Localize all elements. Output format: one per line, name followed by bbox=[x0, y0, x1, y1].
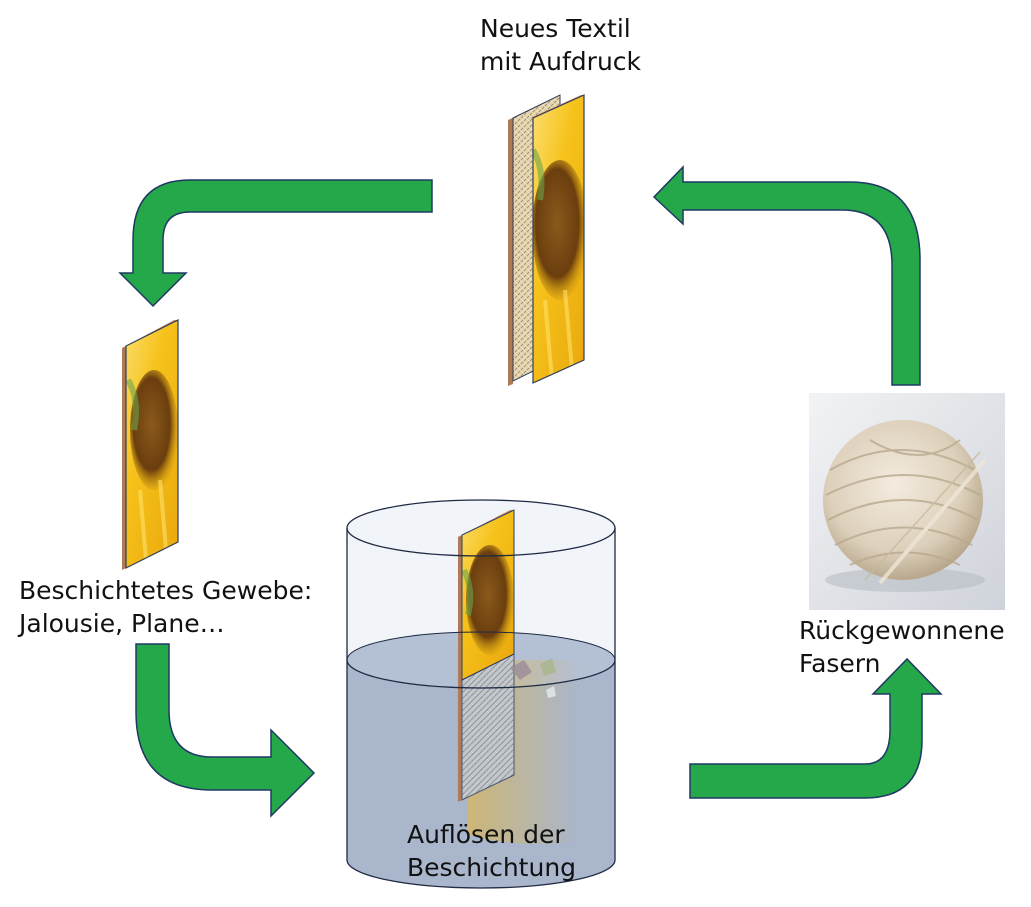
label-new-textile: Neues Textil mit Aufdruck bbox=[480, 12, 641, 78]
new-printed-textile-image bbox=[508, 94, 585, 386]
arrow-dissolve-to-recovered bbox=[689, 657, 943, 799]
label-coated-fabric-line2: Jalousie, Plane… bbox=[19, 609, 225, 638]
arrow-recovered-to-new bbox=[652, 165, 921, 386]
dissolving-bath-cylinder bbox=[346, 499, 616, 889]
label-recovered-fibers: Rückgewonnene Fasern bbox=[799, 614, 1005, 680]
label-dissolve-line1: Auflösen der bbox=[407, 820, 565, 849]
label-dissolve-line2: Beschichtung bbox=[407, 853, 577, 882]
label-new-textile-line2: mit Aufdruck bbox=[480, 47, 642, 76]
label-recovered-line1: Rückgewonnene bbox=[799, 616, 1005, 645]
label-dissolve: Auflösen der Beschichtung bbox=[407, 818, 576, 884]
arrow-coated-to-dissolve bbox=[135, 643, 316, 818]
label-new-textile-line1: Neues Textil bbox=[480, 14, 631, 43]
arrow-new-to-coated bbox=[118, 179, 433, 308]
label-recovered-line2: Fasern bbox=[799, 649, 881, 678]
label-coated-fabric: Beschichtetes Gewebe: Jalousie, Plane… bbox=[19, 574, 312, 640]
coated-fabric-image bbox=[122, 319, 179, 570]
label-coated-fabric-line1: Beschichtetes Gewebe: bbox=[19, 576, 313, 605]
recovered-fibers-yarn-image bbox=[809, 393, 1005, 610]
